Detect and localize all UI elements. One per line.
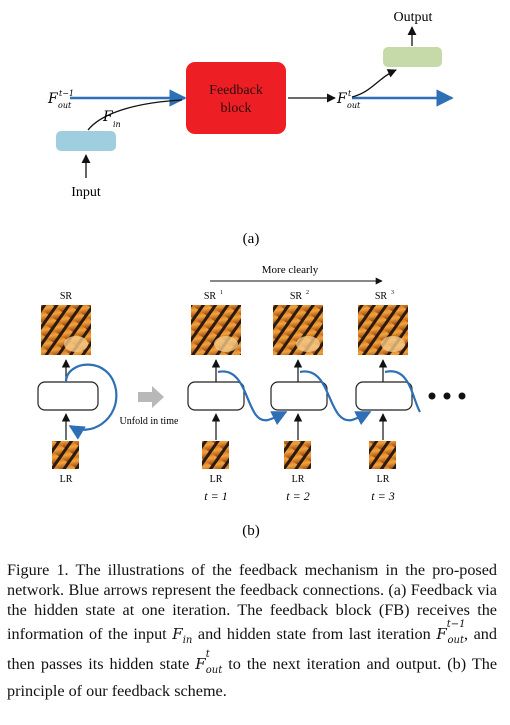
ellipsis-dot-2 — [443, 392, 451, 400]
caption-f-out-sub: out — [205, 664, 223, 676]
lr-label-t2: LR — [292, 474, 305, 485]
f-out-prev-symbol: F — [47, 91, 59, 107]
lr-image-t2 — [284, 441, 311, 469]
f-out-sup: t — [348, 89, 352, 98]
f-out-prev-sup: t−1 — [59, 89, 74, 98]
caption-f-out-sup: t — [205, 648, 210, 660]
block-t2 — [270, 381, 328, 411]
caption-part-2: and hidden state from last iteration — [192, 624, 437, 643]
input-merge-curve — [87, 99, 183, 131]
sr2-label: SR — [290, 291, 303, 302]
ellipsis-dot-3 — [458, 392, 466, 400]
to-output-curve — [351, 69, 397, 98]
lr-image-t1 — [202, 441, 229, 469]
caption-part-3: , and then passes its hidden state — [7, 624, 497, 673]
recurrent-loop-arrow — [64, 363, 118, 440]
figure-canvas: Feedback block Output Input F t−1 out F … — [37, 10, 466, 539]
t1-label: t = 1 — [204, 489, 227, 503]
sr-image — [41, 305, 91, 355]
caption-f-in: Fin — [172, 624, 192, 651]
f-out-prev-sub: out — [58, 101, 72, 110]
sr1-label: SR — [204, 291, 217, 302]
sr1-image — [191, 305, 241, 355]
panel-a-tag: (a) — [243, 231, 260, 247]
block-t3 — [355, 381, 413, 411]
feedback-block-label-2: block — [220, 101, 251, 116]
sr3-label: SR — [375, 291, 388, 302]
lr-image — [52, 441, 79, 469]
caption-f-prev-sub: out — [447, 634, 464, 646]
unfold-label: Unfold in time — [120, 416, 179, 427]
f-in-symbol: F — [102, 109, 114, 125]
sr3-image — [358, 305, 408, 355]
f-out-symbol: F — [336, 91, 348, 107]
figure-caption: Figure 1. The illustrations of the feedb… — [7, 560, 497, 701]
output-box — [383, 47, 442, 67]
feedback-curve-1-2 — [217, 370, 288, 426]
feedback-curve-3-next — [384, 370, 421, 413]
sr2-image — [273, 305, 323, 355]
ellipsis-dot-1 — [428, 392, 436, 400]
caption-f-prev-symbol: F — [436, 624, 447, 643]
caption-f-in-sub: in — [182, 634, 193, 646]
lr-label-t3: LR — [377, 474, 390, 485]
sr3-sup: 3 — [391, 290, 394, 296]
recurrent-block — [37, 381, 99, 411]
sr2-sup: 2 — [306, 290, 309, 296]
lr-label-t1: LR — [210, 474, 223, 485]
more-clearly-label: More clearly — [262, 264, 319, 276]
block-t1 — [187, 381, 245, 411]
caption-part-4: to the next iteration and output. (b) Th… — [7, 654, 498, 701]
lr-image-t3 — [369, 441, 396, 469]
caption-f-prev-sup: t−1 — [446, 618, 466, 630]
f-out-sub: out — [347, 101, 361, 110]
unfold-arrow — [138, 386, 164, 408]
caption-f-out-symbol: F — [195, 654, 206, 673]
input-label: Input — [71, 185, 101, 200]
caption-f-out: Ft out — [195, 648, 223, 681]
caption-f-in-symbol: F — [172, 624, 183, 643]
feedback-curve-2-3 — [299, 370, 372, 426]
output-label: Output — [394, 10, 433, 25]
feedback-block — [186, 62, 286, 134]
sr-label: SR — [60, 291, 73, 302]
input-box — [56, 131, 116, 151]
f-in-sub: in — [113, 120, 121, 129]
caption-part-1: Figure 1. The illustrations of the feedb… — [7, 561, 497, 643]
caption-f-prev: Ft−1 out — [436, 618, 466, 651]
t3-label: t = 3 — [371, 489, 394, 503]
lr-label: LR — [60, 474, 73, 485]
t2-label: t = 2 — [286, 489, 309, 503]
feedback-block-label-1: Feedback — [209, 83, 263, 98]
panel-b-tag: (b) — [242, 523, 260, 539]
sr1-sup: 1 — [220, 290, 223, 296]
